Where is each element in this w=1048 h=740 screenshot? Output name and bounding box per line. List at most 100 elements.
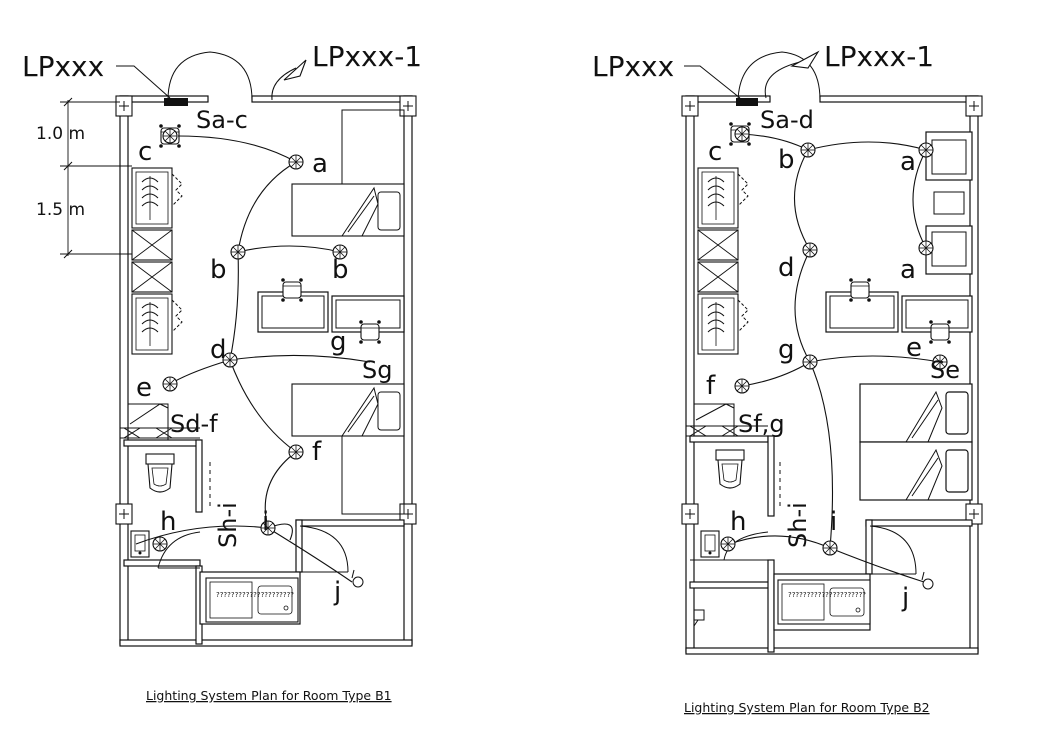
wash-basin [130,530,150,558]
chair [280,277,304,303]
top-wall-right [819,95,979,103]
kitchen-counter [205,577,299,623]
light-fixture [152,536,168,552]
entry-door-swing [167,51,253,101]
wiring [135,135,371,583]
bath-door-swing [723,531,769,561]
bathroom-wall [195,439,203,513]
fixture-letter: d [210,335,227,365]
fixture-letter: d [778,253,795,283]
wardrobe-hangers [697,293,749,355]
light-fixture [800,142,816,158]
bed [291,183,405,237]
circuit-label: LPxxx-1 [824,40,934,73]
fixture-letter: b [210,255,227,285]
chair [848,277,872,303]
fixture-letter: j [333,577,341,607]
column-marker [681,95,699,117]
switch-label: Sd-f [170,410,218,438]
switch-label: Sg [362,356,392,384]
light-fixture [802,354,818,370]
wardrobe-hangers [697,167,749,229]
light-fixture [822,540,838,556]
wardrobe-shelf [697,229,739,261]
shower-valve [693,609,705,627]
chair [928,319,952,345]
panel-leader [116,65,171,99]
light-fixture [230,244,246,260]
desk [825,291,899,333]
fixture-letter: h [730,507,746,537]
switch-label: Sa-d [760,106,814,134]
right-wall [403,95,413,645]
fixture-letter: g [330,327,347,357]
panel-label: LPxxx [592,50,674,83]
light-fixture [734,126,750,142]
panel-board [164,98,188,106]
light-fixture [162,128,178,144]
column-marker [965,95,983,117]
fixture-letter: a [312,149,328,179]
fixture-letter: f [706,371,716,401]
kitchen-door-swing [299,525,349,573]
wardrobe-shelf [131,261,173,293]
fixture-letter: i [262,507,269,537]
bottom-wall [685,647,979,655]
left-wall [685,95,695,653]
wardrobe-shelf [697,261,739,293]
bottom-wall [119,639,413,647]
plan-caption: Lighting System Plan for Room Type B1 [146,688,392,703]
fixture-letter: a [900,147,916,177]
dimension-label: 1.0 m [36,124,85,144]
light-fixture [720,536,736,552]
fixture-letter: e [906,333,922,363]
top-wall-right [251,95,413,103]
light-fixture [802,242,818,258]
wardrobe-shelf [131,229,173,261]
toilet [145,453,175,493]
fixture-letter: b [778,145,795,175]
fixture-letter: e [136,373,152,403]
chair [358,319,382,345]
switch-label: Sf,g [738,410,785,438]
plan-caption: Lighting System Plan for Room Type B2 [684,700,930,715]
column-marker [399,95,417,117]
kitchen-counter [777,579,871,625]
switch-label: Se [930,356,960,384]
plan-b1: ????????????????????? 1.0 m 1.5 m LPxxx … [22,40,422,703]
wardrobe-hangers [131,293,183,355]
entry-cabinet [693,403,735,437]
light-fixture [162,376,178,392]
bath-door-swing [157,531,201,569]
column-marker [681,503,699,525]
panel-leader [684,65,741,99]
wall-light [352,576,364,588]
fixture-letter: c [708,137,722,167]
panel-board [736,98,758,106]
kitchen-door-swing [869,525,917,575]
light-fixture [918,240,934,256]
switch-label: Sa-c [196,106,248,134]
fixture-letter: i [830,507,837,537]
circuit-label: LPxxx-1 [312,40,422,73]
column-marker [115,503,133,525]
wiring [729,133,941,583]
side-table [933,191,965,215]
fixture-letter: g [778,335,795,365]
dimension-label: 1.5 m [36,200,85,220]
light-fixture [734,378,750,394]
fixture-letter: f [312,437,322,467]
fixture-letter: c [138,137,152,167]
kitchen-label: ????????????????????? [216,591,294,599]
wash-basin [700,530,720,558]
side-unit [925,131,973,181]
home-run-arrow [283,59,307,81]
fixture-letter: a [900,255,916,285]
plan-b2: ????????????????????? LPxxx LPxxx-1 a a … [592,40,983,715]
bed [291,383,405,437]
toilet [715,449,745,489]
light-fixture [918,142,934,158]
switch-label: Sh-i [214,502,242,548]
light-fixture [288,154,304,170]
